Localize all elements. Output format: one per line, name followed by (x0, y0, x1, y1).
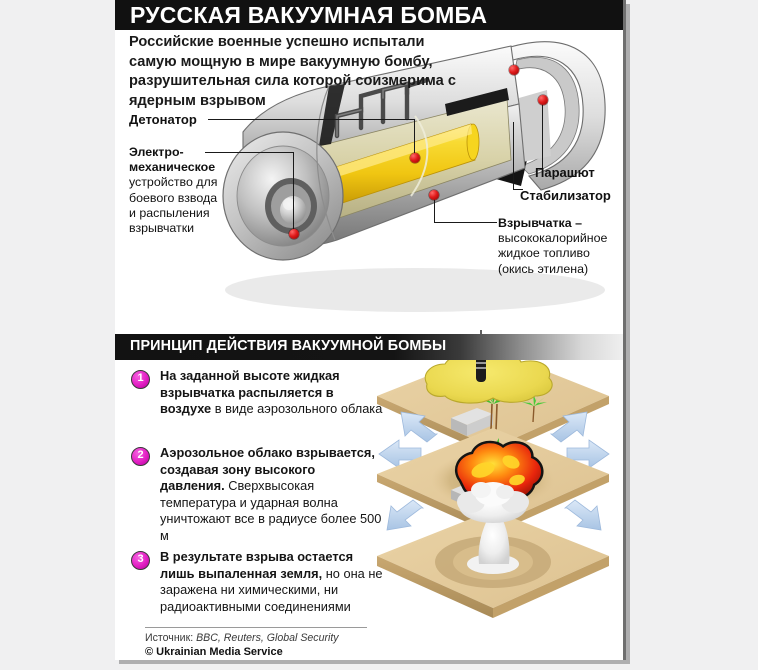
step-number-1: 1 (137, 372, 144, 384)
label-electromechanical-rest: устройство для боевого взвода и распылен… (129, 175, 218, 236)
step-text-3-bold: В результате взрыва остается лишь выпале… (160, 549, 354, 581)
intro-text: Российские военные успешно испытали саму… (129, 34, 456, 109)
leader-line-explosive-h (435, 222, 497, 224)
step-text-1-rest: в виде аэрозольного облака (211, 401, 383, 417)
stage-illustrations (365, 330, 623, 660)
title-bar: РУССКАЯ ВАКУУМНАЯ БОМБА (115, 0, 623, 30)
label-detonator: Детонатор (129, 112, 197, 127)
step-text-1: На заданной высоте жидкая взрывчатка рас… (160, 368, 383, 418)
bomb-illustration (115, 0, 623, 330)
bomb-cutaway-svg (222, 41, 606, 312)
step-number-2: 2 (137, 449, 144, 461)
step-text-2-bold: Аэрозольное облако взрывается, создавая … (160, 445, 375, 494)
leader-line-electro-v (293, 152, 295, 234)
leader-line-parachute-v (542, 100, 544, 168)
mushroom-cloud (457, 482, 529, 574)
stage-3-scene (377, 482, 609, 618)
page-title: РУССКАЯ ВАКУУМНАЯ БОМБА (130, 2, 488, 28)
source-credit: Источник: BBC, Reuters, Global Security … (145, 632, 339, 658)
step-item-3: 3 В результате взрыва остается лишь выпа… (131, 549, 383, 615)
content-panel: РУССКАЯ ВАКУУМНАЯ БОМБА (115, 0, 626, 660)
step-text-3: В результате взрыва остается лишь выпале… (160, 549, 383, 615)
step-number-3: 3 (137, 553, 144, 565)
section-header: ПРИНЦИП ДЕЙСТВИЯ ВАКУУМНОЙ БОМБЫ (115, 334, 623, 360)
palm-tree-2 (522, 393, 547, 423)
step-badge-1: 1 (131, 370, 150, 389)
step-item-1: 1 На заданной высоте жидкая взрывчатка р… (131, 368, 383, 418)
marker-dot-parachute (538, 95, 548, 105)
leader-line-detonator-v (414, 119, 416, 158)
step-item-2: 2 Аэрозольное облако взрывается, создава… (131, 445, 383, 545)
step-text-2-rest: Сверхвысокая температура и ударная волна… (160, 478, 382, 543)
label-explosive-bold: Взрывчатка – (498, 216, 582, 230)
marker-dot-stabilizer (509, 65, 519, 75)
label-stabilizer: Стабилизатор (520, 188, 611, 203)
step-text-2: Аэрозольное облако взрывается, создавая … (160, 445, 383, 545)
section-title: ПРИНЦИП ДЕЙСТВИЯ ВАКУУМНОЙ БОМБЫ (130, 338, 447, 354)
source-names: BBC, Reuters, Global Security (193, 632, 339, 644)
label-explosive: Взрывчатка – высококалорийное жидкое топ… (498, 216, 618, 277)
leader-line-stabilizer-v (513, 122, 515, 190)
copyright-line: © Ukrainian Media Service (145, 646, 283, 658)
marker-dot-detonator (410, 153, 420, 163)
shockwave-arrows (378, 411, 610, 531)
marker-dot-explosive (429, 190, 439, 200)
step-text-3-rest: но она не заражена ни химическими, ни ра… (160, 565, 383, 614)
step-badge-3: 3 (131, 551, 150, 570)
marker-dot-electromechanical (289, 229, 299, 239)
label-parachute: Парашют (535, 165, 595, 180)
source-label: Источник: (145, 632, 194, 644)
source-divider (145, 627, 367, 629)
leader-line-stabilizer-h (513, 189, 523, 191)
label-explosive-rest: высококалорийное жидкое топливо (окись э… (498, 231, 608, 276)
label-electromechanical: Электро-механическое устройство для боев… (129, 145, 225, 236)
step-badge-2: 2 (131, 447, 150, 466)
step-text-1-bold: На заданной высоте жидкая взрывчатка рас… (160, 368, 340, 417)
label-electromechanical-bold: Электро-механическое (129, 145, 216, 175)
leader-line-electro-h (205, 152, 294, 154)
leader-line-detonator-h (208, 119, 415, 121)
stages-svg (377, 330, 610, 618)
leader-line-explosive-v (434, 196, 436, 223)
